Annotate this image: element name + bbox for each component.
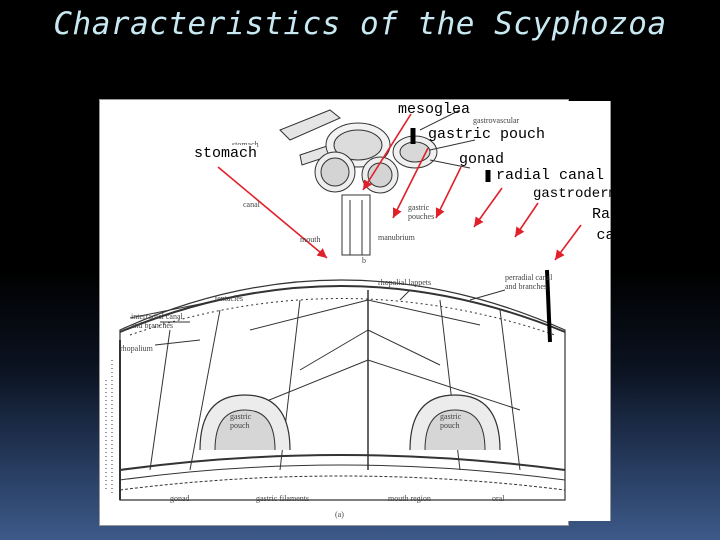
arrow-gonad: [435, 166, 462, 219]
diagram-label-fig-a: (a): [335, 510, 344, 519]
arrow-stomach: [217, 166, 328, 259]
diagram-label-gastric-pouch-right: gastric pouch: [440, 412, 462, 430]
label-gastrodermis: gastrodermis: [533, 186, 634, 202]
diagram-label-mouth-region: mouth region: [388, 494, 431, 503]
diagram-label-manubrium: manubrium: [378, 233, 415, 242]
diagram-label-fig-b: b: [362, 256, 366, 265]
diagram-label-mouth: mouth: [300, 235, 321, 244]
diagram-label-tentacles: tentacles: [215, 294, 243, 303]
diagram-label-rhopalial-lappets: rhopalial lappets: [378, 278, 432, 287]
label-radial-canal: radial canal: [496, 167, 605, 184]
diagram-strip: [567, 101, 611, 521]
diagram-label-gonad: gonad: [170, 494, 190, 503]
mouth-region-band: [119, 454, 566, 471]
label-indicator-bars: [410, 128, 552, 343]
diagram-label-gastric-pouches: gastric pouches: [408, 203, 435, 221]
label-gastric-pouch: gastric pouch: [428, 126, 546, 143]
diagram-label-interradial-canal: interradial canal and branches: [131, 312, 183, 330]
medusa-bell-outline: [119, 279, 566, 501]
diagram-label-oral: oral: [492, 494, 505, 503]
diagram-label-canal: canal: [243, 200, 260, 209]
label-radial-canal-2: Radial canal: [592, 206, 647, 244]
arrow-gastric-pouch: [392, 147, 429, 219]
diagram-label-gastric-filaments: gastric filaments: [256, 494, 310, 503]
diagram-label-gastric-pouch-left: gastric pouch: [230, 412, 252, 430]
arrow-radial-canal-2: [554, 224, 582, 261]
label-mesoglea: mesoglea: [398, 101, 471, 118]
diagram-label-gastrovascular: gastrovascular: [473, 116, 520, 125]
diagram-label-rhopalium: rhopalium: [120, 344, 153, 353]
label-stomach: stomach: [194, 145, 258, 163]
diagram-label-stomach: stomach: [232, 140, 259, 149]
manubrium-shape: [341, 194, 371, 256]
arrow-mesoglea: [362, 113, 412, 191]
arrow-radial-canal: [473, 187, 503, 228]
arrow-gastrodermis: [514, 202, 539, 238]
label-gonad: gonad: [459, 151, 505, 168]
slide-title: Characteristics of the Scyphozoa: [53, 6, 667, 42]
bell-margin: [119, 285, 566, 333]
diagram-label-perradial-canal: perradial canal and branches: [505, 273, 553, 291]
